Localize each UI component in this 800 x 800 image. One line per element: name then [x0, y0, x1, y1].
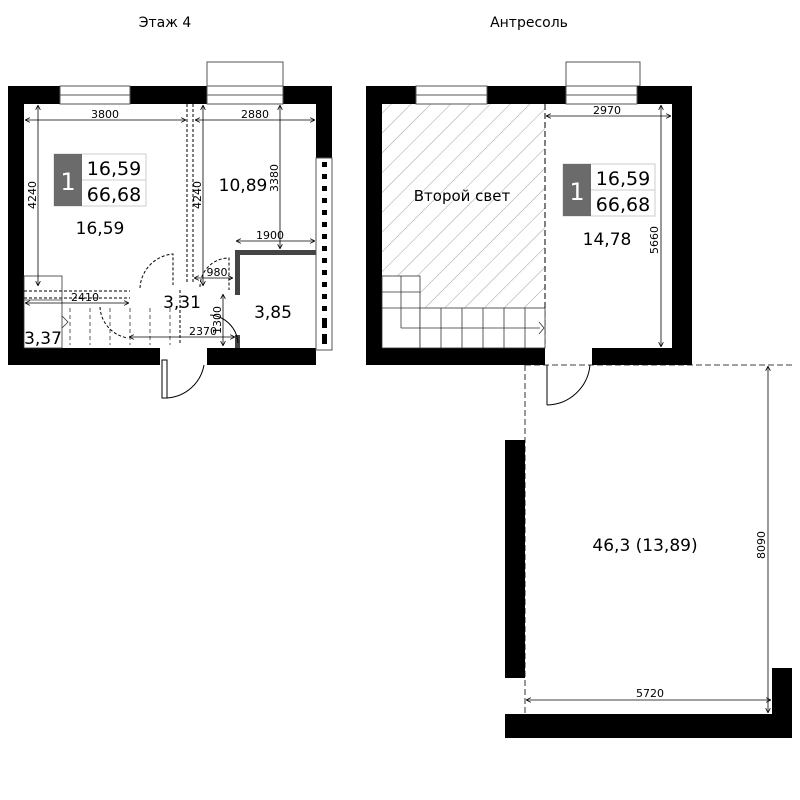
badge-living-area: 16,59: [87, 158, 141, 180]
mezzanine-plan: 2970 5660 Второй свет 1 16,59 66,68 14,7…: [366, 61, 692, 406]
badge-rooms: 1: [569, 178, 584, 206]
dim-2410: 2410: [71, 291, 99, 304]
stairs: [381, 275, 546, 349]
room-area-stairs: 3,37: [24, 329, 62, 349]
room-area-mezzanine: 14,78: [583, 230, 632, 250]
dimension-lines: [527, 367, 770, 712]
room-area-bedroom: 10,89: [219, 176, 268, 196]
floor4-title: Этаж 4: [139, 15, 192, 31]
badge-total-area: 66,68: [87, 184, 141, 206]
dim-2880: 2880: [241, 108, 269, 121]
dim-5720: 5720: [636, 687, 664, 700]
badge-living-area: 16,59: [596, 168, 650, 190]
terrace-plan: 8090 5720 46,3 (13,89): [505, 364, 792, 738]
balcony-door: [546, 364, 591, 406]
window: [415, 85, 638, 105]
dim-3380: 3380: [268, 164, 281, 192]
terrace-walls: [505, 440, 792, 738]
dim-2970: 2970: [593, 104, 621, 117]
dim-980: 980: [207, 266, 228, 279]
balcony-ledge: [565, 61, 641, 87]
dim-8090: 8090: [755, 531, 768, 559]
dim-1900: 1900: [256, 229, 284, 242]
window: [59, 85, 333, 351]
second-light-label: Второй свет: [414, 187, 511, 205]
window-right-dots: [322, 162, 327, 344]
dim-3800: 3800: [91, 108, 119, 121]
badge-rooms: 1: [60, 168, 75, 196]
room-area-bathroom: 3,85: [254, 303, 292, 323]
floor4-plan: 3800 2880 4240 4240 3380 1900 980 2410 2…: [8, 61, 333, 399]
mezzanine-title: Антресоль: [490, 15, 568, 31]
apartment-badge: 1 16,59 66,68: [53, 153, 147, 207]
badge-total-area: 66,68: [596, 194, 650, 216]
balcony-ledge: [206, 61, 284, 87]
entry-door: [161, 314, 239, 399]
partition: [24, 104, 230, 345]
dim-4240-left: 4240: [26, 181, 39, 209]
dim-4240-mid: 4240: [191, 181, 204, 209]
dim-5660: 5660: [648, 226, 661, 254]
room-area-living: 16,59: [76, 219, 125, 239]
dimension-labels: 3800 2880 4240 4240 3380 1900 980 2410 2…: [26, 108, 284, 338]
apartment-badge: 1 16,59 66,68: [562, 163, 656, 217]
dimension-lines: [547, 106, 670, 346]
mezzanine-walls: [366, 86, 692, 365]
terrace-area: 46,3 (13,89): [592, 536, 697, 556]
dim-1300: 1300: [211, 306, 224, 334]
room-area-hall: 3,31: [163, 293, 201, 313]
dim-2370: 2370: [189, 325, 217, 338]
dimension-lines: [26, 106, 314, 345]
